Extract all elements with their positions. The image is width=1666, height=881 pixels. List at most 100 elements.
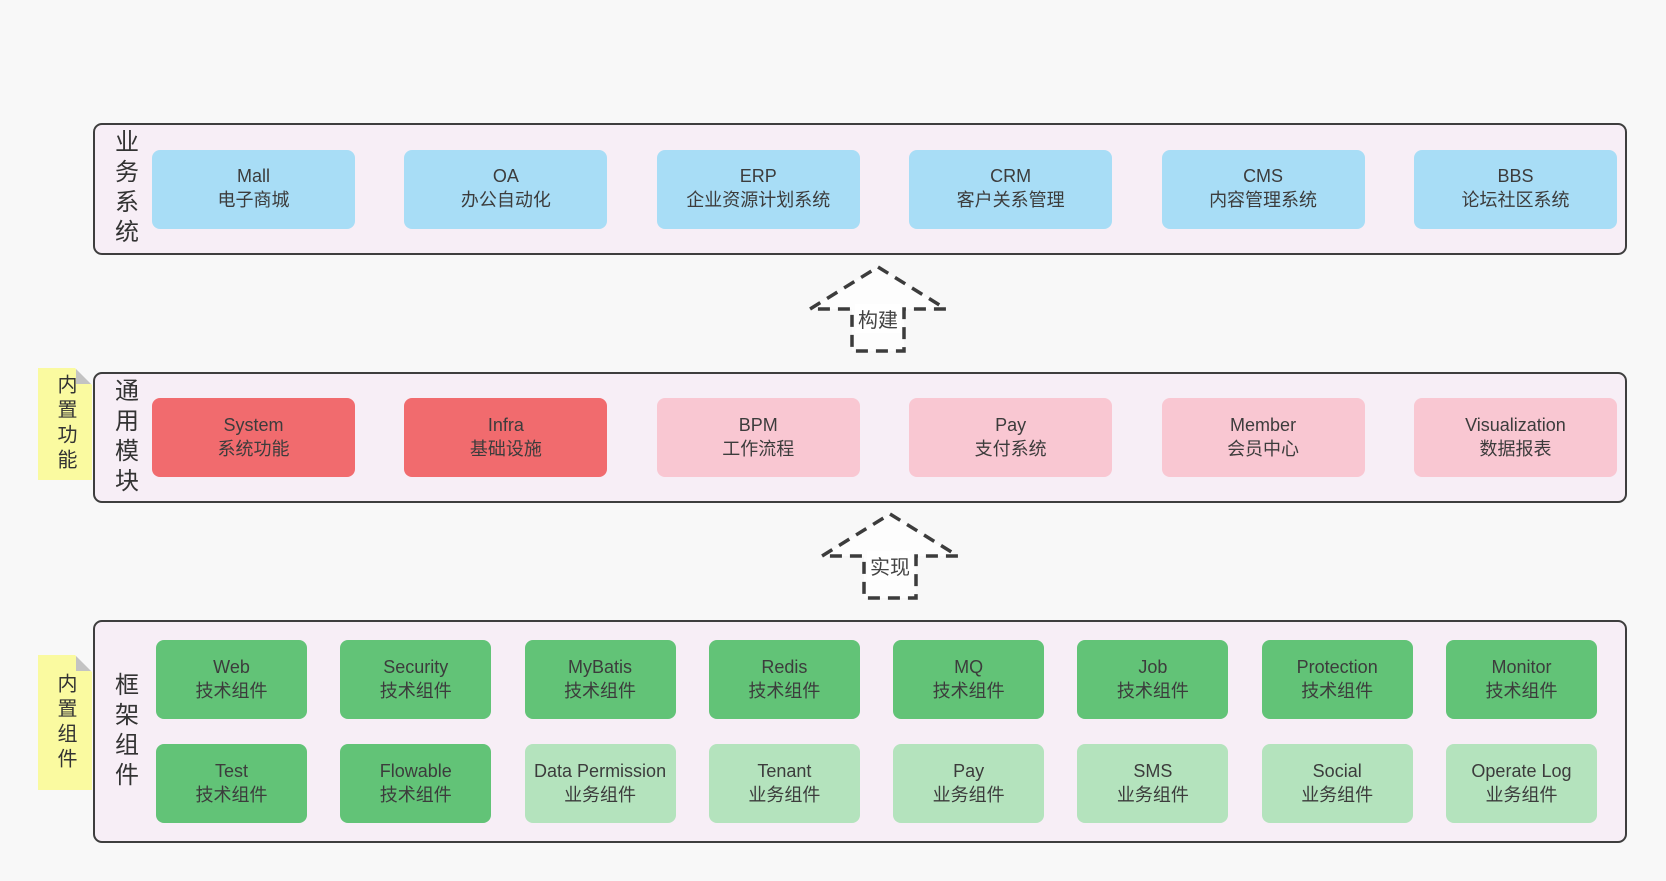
node-crm: CRM 客户关系管理 — [909, 149, 1113, 229]
layer-framework-components-content: Web 技术组件 Security 技术组件 MyBatis 技术组件 Redi… — [152, 622, 1625, 841]
layer-business-systems-content: Mall 电子商城 OA 办公自动化 ERP 企业资源计划系统 CRM 客户关系… — [152, 125, 1625, 253]
node-subtitle: 支付系统 — [974, 438, 1047, 459]
node-operate-log: Operate Log 业务组件 — [1445, 744, 1597, 823]
node-title: Visualization — [1465, 414, 1566, 435]
node-mybatis: MyBatis 技术组件 — [524, 640, 676, 719]
components-row-1: Web 技术组件 Security 技术组件 MyBatis 技术组件 Redi… — [156, 640, 1597, 719]
node-mall: Mall 电子商城 — [152, 149, 355, 229]
node-tenant: Tenant 业务组件 — [708, 744, 860, 823]
arrow-implement: 实现 — [819, 509, 961, 603]
node-data-permission: Data Permission 业务组件 — [524, 744, 676, 823]
sticky-built-in-components-label: 内置组件 — [54, 672, 76, 773]
node-title: Security — [383, 656, 449, 677]
node-title: Tenant — [757, 760, 812, 781]
node-subtitle: 技术组件 — [195, 680, 268, 701]
layer-framework-components-label: 框架组件 — [110, 671, 138, 792]
node-subtitle: 电子商城 — [217, 190, 290, 210]
components-row-2: Test 技术组件 Flowable 技术组件 Data Permission … — [156, 744, 1597, 823]
node-flowable: Flowable 技术组件 — [340, 744, 492, 823]
node-subtitle: 业务组件 — [564, 784, 637, 805]
node-subtitle: 企业资源计划系统 — [686, 190, 831, 210]
node-title: Infra — [487, 414, 524, 435]
node-subtitle: 基础设施 — [469, 438, 542, 459]
node-subtitle: 工作流程 — [722, 438, 795, 459]
node-infra: Infra 基础设施 — [404, 398, 608, 477]
layer-common-modules-content: System 系统功能 Infra 基础设施 BPM 工作流程 Pay 支付系统… — [152, 374, 1625, 501]
node-title: MQ — [954, 656, 984, 677]
sticky-built-in-features-label: 内置功能 — [54, 374, 76, 474]
node-title: MyBatis — [568, 656, 633, 677]
node-subtitle: 办公自动化 — [460, 190, 551, 210]
node-subtitle: 数据报表 — [1479, 438, 1552, 459]
node-subtitle: 技术组件 — [564, 680, 637, 701]
node-web: Web 技术组件 — [156, 640, 307, 719]
layer-framework-components: 框架组件 Web 技术组件 Security 技术组件 MyBatis 技术组件… — [93, 620, 1627, 843]
node-monitor: Monitor 技术组件 — [1445, 640, 1597, 719]
node-member: Member 会员中心 — [1161, 398, 1365, 477]
node-title: Mall — [236, 166, 270, 187]
node-social: Social 业务组件 — [1261, 744, 1413, 823]
node-subtitle: 会员中心 — [1227, 438, 1300, 459]
layer-common-modules: 通用模块 System 系统功能 Infra 基础设施 BPM 工作流程 Pay… — [93, 372, 1627, 503]
node-system: System 系统功能 — [152, 398, 355, 477]
node-title: Test — [214, 760, 248, 781]
node-title: CRM — [990, 166, 1032, 187]
node-cms: CMS 内容管理系统 — [1161, 149, 1365, 229]
node-subtitle: 技术组件 — [932, 680, 1005, 701]
node-title: Social — [1312, 760, 1362, 781]
node-title: CMS — [1243, 166, 1284, 187]
node-subtitle: 系统功能 — [217, 438, 290, 459]
node-title: Pay — [995, 414, 1027, 435]
layer-label-column: 通用模块 — [95, 374, 152, 501]
node-subtitle: 技术组件 — [1301, 680, 1374, 701]
node-subtitle: 业务组件 — [748, 784, 821, 805]
arrow-build-label: 构建 — [855, 304, 901, 333]
node-title: Flowable — [379, 760, 452, 781]
node-bbs: BBS 论坛社区系统 — [1413, 149, 1617, 229]
arrow-implement-label: 实现 — [867, 551, 913, 580]
node-pay-component: Pay 业务组件 — [893, 744, 1045, 823]
node-subtitle: 技术组件 — [748, 680, 821, 701]
node-subtitle: 技术组件 — [1116, 680, 1189, 701]
node-subtitle: 业务组件 — [932, 784, 1005, 805]
node-subtitle: 业务组件 — [1116, 784, 1189, 805]
node-sms: SMS 业务组件 — [1077, 744, 1229, 823]
layer-common-modules-label: 通用模块 — [110, 377, 138, 498]
node-title: OA — [492, 166, 519, 187]
node-subtitle: 内容管理系统 — [1209, 190, 1318, 210]
node-subtitle: 技术组件 — [1485, 680, 1558, 701]
node-erp: ERP 企业资源计划系统 — [656, 149, 860, 229]
node-title: System — [223, 414, 284, 435]
node-subtitle: 客户关系管理 — [956, 190, 1065, 210]
node-title: BPM — [738, 414, 778, 435]
node-protection: Protection 技术组件 — [1261, 640, 1413, 719]
node-test: Test 技术组件 — [156, 744, 307, 823]
node-title: Redis — [761, 656, 808, 677]
node-title: Job — [1138, 656, 1168, 677]
node-title: Monitor — [1491, 656, 1552, 677]
layer-business-systems-label: 业务系统 — [110, 129, 138, 249]
node-title: SMS — [1133, 760, 1173, 781]
arrow-build: 构建 — [807, 262, 949, 356]
node-job: Job 技术组件 — [1077, 640, 1229, 719]
node-title: Data Permission — [534, 760, 667, 781]
node-title: Protection — [1296, 656, 1378, 677]
layer-label-column: 业务系统 — [95, 125, 152, 253]
layer-business-systems: 业务系统 Mall 电子商城 OA 办公自动化 ERP 企业资源计划系统 CRM… — [93, 123, 1627, 255]
node-subtitle: 技术组件 — [195, 784, 268, 805]
node-subtitle: 论坛社区系统 — [1461, 190, 1570, 210]
sticky-built-in-components: 内置组件 — [38, 655, 92, 790]
node-subtitle: 技术组件 — [379, 784, 452, 805]
node-title: BBS — [1497, 166, 1534, 187]
node-security: Security 技术组件 — [340, 640, 492, 719]
node-mq: MQ 技术组件 — [893, 640, 1045, 719]
node-subtitle: 技术组件 — [379, 680, 452, 701]
node-subtitle: 业务组件 — [1301, 784, 1374, 805]
node-title: Operate Log — [1471, 760, 1572, 781]
node-redis: Redis 技术组件 — [708, 640, 860, 719]
node-pay-system: Pay 支付系统 — [909, 398, 1113, 477]
layer-label-column: 框架组件 — [95, 622, 152, 841]
node-title: Web — [213, 656, 250, 677]
node-subtitle: 业务组件 — [1485, 784, 1558, 805]
